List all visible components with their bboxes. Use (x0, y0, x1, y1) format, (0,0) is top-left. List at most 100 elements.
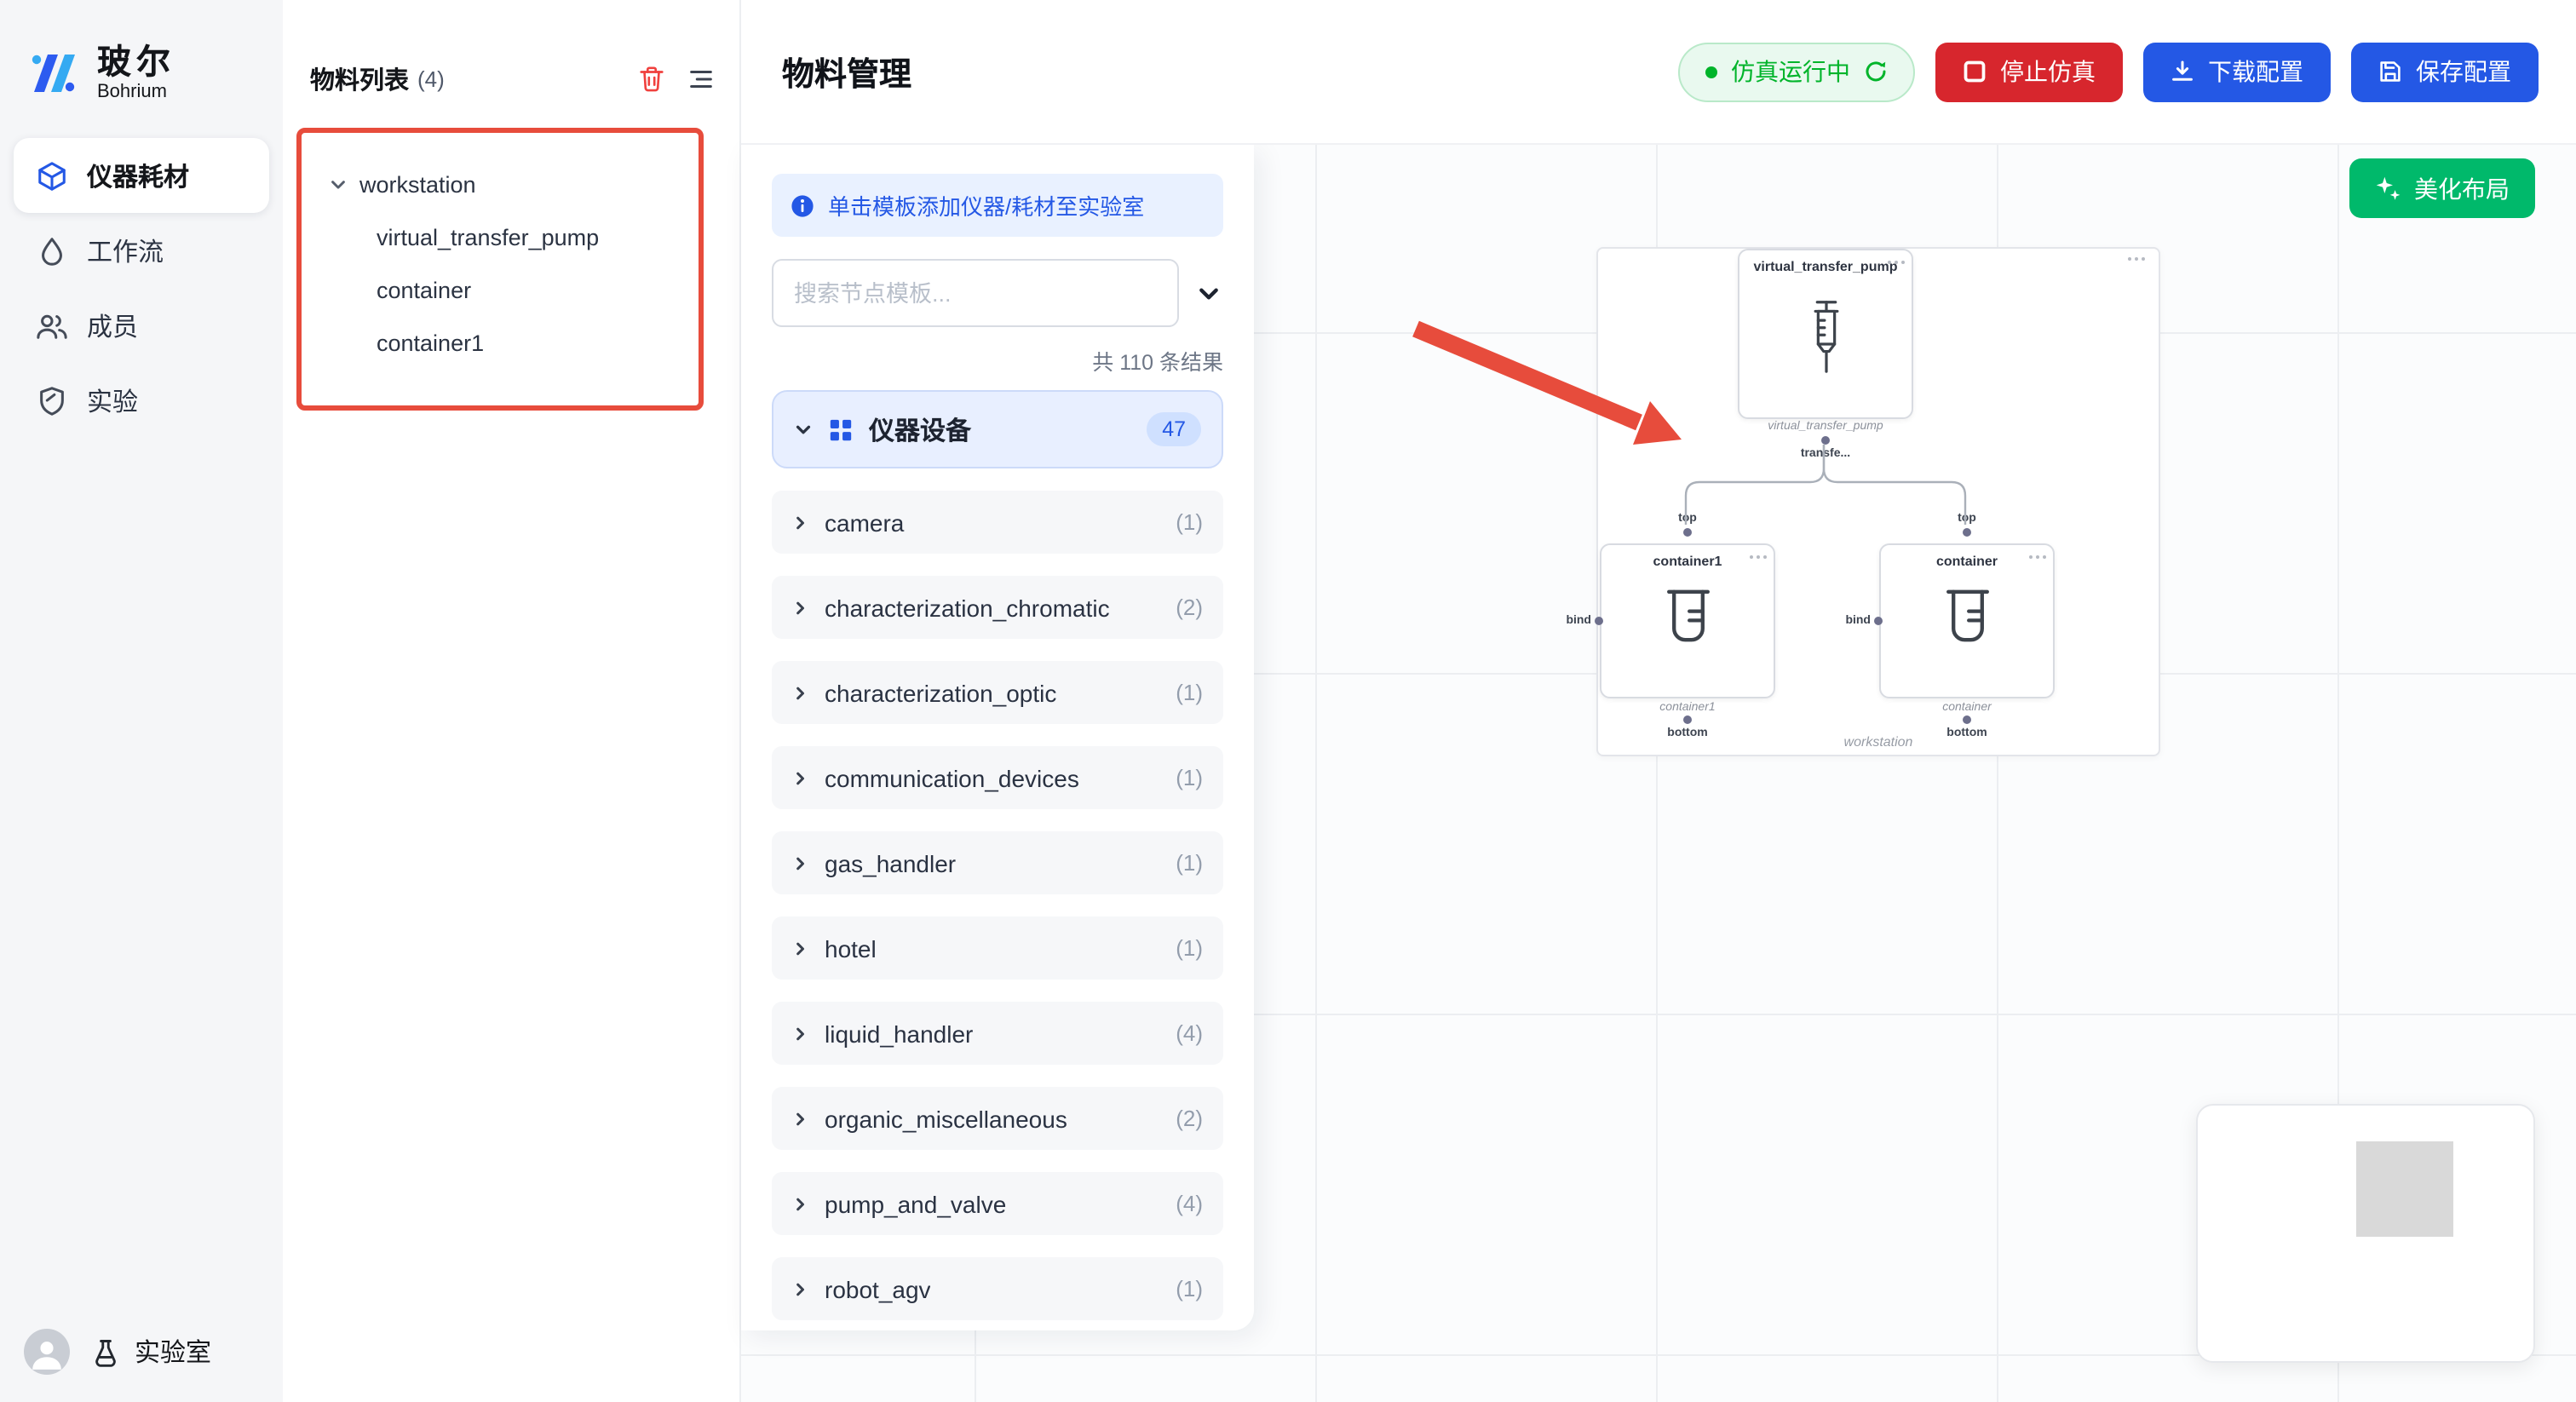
chevron-right-icon (796, 941, 804, 955)
bind-label: bind (1845, 615, 1871, 627)
stop-simulation-button[interactable]: 停止仿真 (1935, 42, 2123, 101)
sidebar-item-members[interactable]: 成员 (14, 288, 269, 363)
workstation-group[interactable]: virtual_transfer_pump virtual_transfer_p… (1566, 247, 2160, 756)
template-item-gas-handler[interactable]: gas_handler (1) (772, 831, 1223, 894)
node-more-icon[interactable] (1888, 261, 1905, 264)
minimap[interactable] (2196, 1104, 2535, 1363)
template-item-characterization-optic[interactable]: characterization_optic (1) (772, 661, 1223, 724)
materials-header: 物料列表 (4) (283, 0, 739, 97)
download-icon (2171, 60, 2194, 83)
group-more-icon[interactable] (2128, 257, 2145, 261)
logo-title: 玻尔 (97, 43, 175, 81)
port-dot[interactable] (1683, 528, 1692, 537)
sidebar-nav: 仪器耗材 工作流 成员 (14, 138, 269, 438)
info-icon (791, 193, 814, 217)
template-item-camera[interactable]: camera (1) (772, 491, 1223, 554)
node-more-icon[interactable] (1750, 555, 1767, 559)
users-icon (36, 309, 68, 342)
sidebar-item-experiments[interactable]: 实验 (14, 363, 269, 438)
port-dot[interactable] (1595, 617, 1603, 625)
tree-view-icon[interactable] (687, 65, 716, 94)
node-title: container (1935, 554, 1998, 569)
banner-text: 单击模板添加仪器/耗材至实验室 (828, 194, 1145, 220)
status-dot-icon (1705, 66, 1717, 78)
port-dot[interactable] (1821, 436, 1830, 445)
port-label: transfe... (1800, 448, 1851, 460)
chevron-right-icon (796, 856, 804, 870)
tree-node-workstation[interactable]: workstation (302, 157, 699, 211)
grid-icon (830, 418, 852, 440)
chevron-right-icon (796, 686, 804, 699)
beautify-label: 美化布局 (2414, 175, 2510, 202)
shield-icon (36, 384, 68, 417)
save-config-button[interactable]: 保存配置 (2351, 42, 2539, 101)
logo-subtitle: Bohrium (97, 81, 167, 101)
chevron-right-icon (796, 600, 804, 614)
tree-highlight-box: workstation virtual_transfer_pump contai… (296, 128, 704, 411)
lab-label: 实验室 (135, 1339, 212, 1368)
template-item-characterization-chromatic[interactable]: characterization_chromatic (2) (772, 576, 1223, 639)
tree-node-container1[interactable]: container1 (377, 330, 485, 356)
chevron-right-icon (796, 515, 804, 529)
beautify-layout-button[interactable]: 美化布局 (2349, 158, 2535, 218)
workstation-label: workstation (1843, 734, 1913, 750)
port-dot[interactable] (1963, 528, 1971, 537)
template-panel: 单击模板添加仪器/耗材至实验室 共 110 条结果 仪器设备 47 (741, 145, 1254, 1330)
refresh-icon[interactable] (1864, 60, 1888, 83)
node-virtual-transfer-pump[interactable]: virtual_transfer_pump (1738, 249, 1913, 419)
port-dot[interactable] (1963, 715, 1971, 724)
sidebar-item-workflow[interactable]: 工作流 (14, 213, 269, 288)
save-label: 保存配置 (2416, 58, 2511, 85)
tree-node-virtual-transfer-pump[interactable]: virtual_transfer_pump (377, 225, 600, 250)
main-content: 物料管理 仿真运行中 停止仿真 (741, 0, 2576, 1402)
beaker-icon (1881, 569, 2053, 663)
template-item-hotel[interactable]: hotel (1) (772, 916, 1223, 980)
node-subtitle: container (1942, 702, 1992, 714)
lab-link[interactable]: 实验室 (90, 1334, 211, 1370)
template-item-liquid-handler[interactable]: liquid_handler (4) (772, 1002, 1223, 1065)
minimap-content (2356, 1141, 2453, 1237)
chevron-down-icon (796, 424, 811, 434)
beaker-icon (1601, 569, 1774, 663)
node-title: container1 (1653, 554, 1722, 569)
sparkle-icon (2375, 175, 2401, 201)
node-container1[interactable]: container1 (1600, 543, 1775, 698)
template-item-organic-miscellaneous[interactable]: organic_miscellaneous (2) (772, 1087, 1223, 1150)
port-label: top (1678, 513, 1697, 525)
node-title: virtual_transfer_pump (1753, 259, 1898, 274)
chevron-right-icon (796, 771, 804, 784)
template-item-robot-agv[interactable]: robot_agv (1) (772, 1257, 1223, 1320)
tree-node-label: workstation (359, 171, 476, 197)
search-input[interactable] (772, 259, 1179, 327)
template-item-communication-devices[interactable]: communication_devices (1) (772, 746, 1223, 809)
sidebar-item-label: 实验 (87, 388, 139, 417)
node-more-icon[interactable] (2029, 555, 2046, 559)
flask-icon (90, 1336, 121, 1367)
category-instruments[interactable]: 仪器设备 47 (772, 390, 1223, 468)
syringe-icon (1739, 274, 1912, 411)
node-subtitle: virtual_transfer_pump (1768, 421, 1883, 433)
port-dot[interactable] (1683, 715, 1692, 724)
node-container[interactable]: container (1879, 543, 2055, 698)
materials-panel: 物料列表 (4) (283, 0, 741, 1402)
bohrium-logo-icon (24, 44, 82, 102)
collapse-chevron-icon[interactable] (1194, 279, 1223, 307)
tree-node-container[interactable]: container (377, 278, 472, 303)
category-badge: 47 (1147, 412, 1201, 446)
avatar[interactable] (24, 1329, 70, 1375)
template-item-pump-and-valve[interactable]: pump_and_valve (4) (772, 1172, 1223, 1235)
sidebar-item-label: 仪器耗材 (87, 163, 190, 192)
cube-icon (36, 159, 68, 192)
port-dot[interactable] (1874, 617, 1883, 625)
sidebar-item-label: 成员 (87, 313, 139, 342)
sidebar-item-instruments[interactable]: 仪器耗材 (14, 138, 269, 213)
chevron-right-icon (796, 1197, 804, 1210)
info-banner[interactable]: 单击模板添加仪器/耗材至实验室 (772, 174, 1223, 237)
trash-icon[interactable] (637, 65, 666, 94)
port-label: top (1958, 513, 1976, 525)
bind-label: bind (1566, 615, 1591, 627)
status-label: 仿真运行中 (1731, 58, 1850, 85)
main-header: 物料管理 仿真运行中 停止仿真 (741, 0, 2576, 145)
download-config-button[interactable]: 下载配置 (2143, 42, 2331, 101)
